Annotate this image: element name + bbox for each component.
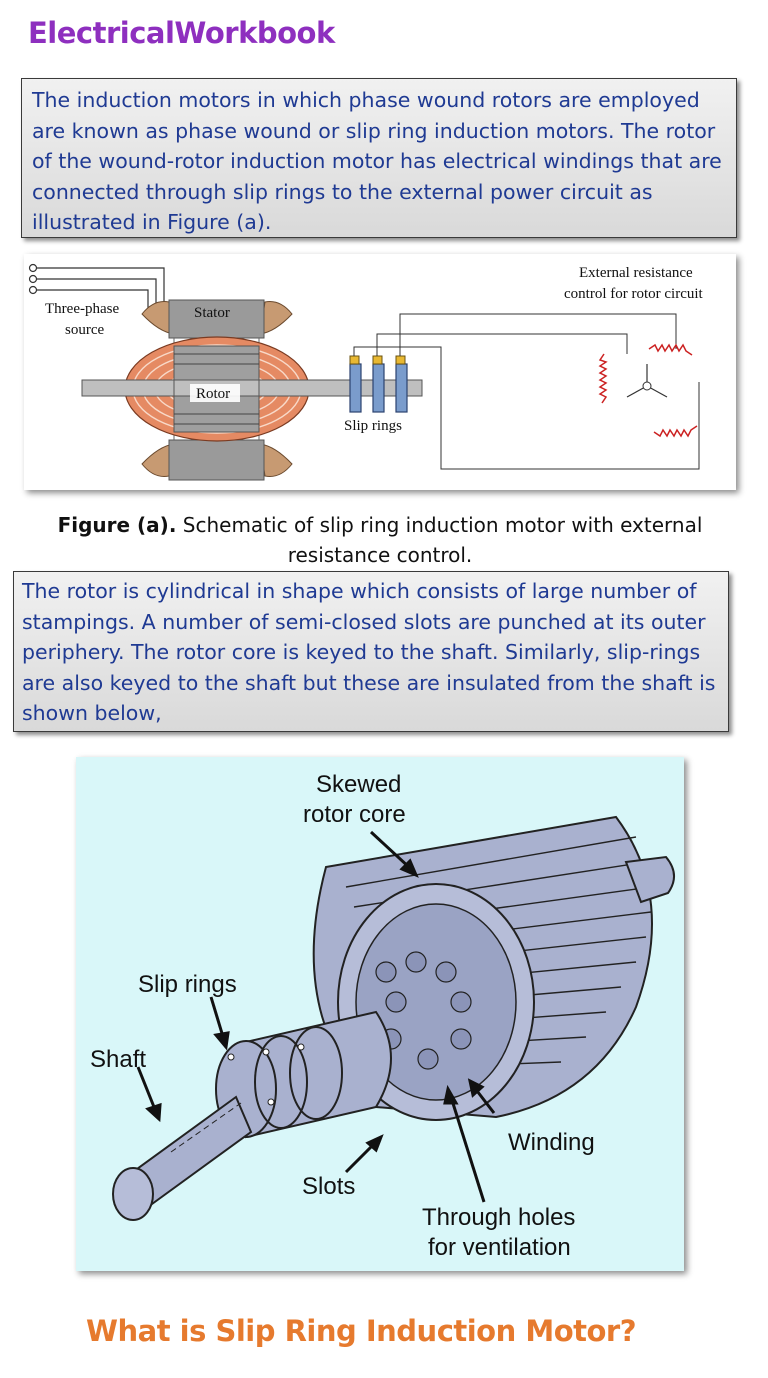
intro-paragraph: The induction motors in which phase woun… bbox=[21, 78, 737, 238]
page-headline: What is Slip Ring Induction Motor? bbox=[86, 1314, 637, 1348]
label-stator: Stator bbox=[194, 305, 230, 321]
slip-rings bbox=[349, 363, 408, 413]
label-rotor-core: rotor core bbox=[303, 801, 406, 828]
source-terminals bbox=[28, 263, 165, 312]
label-external-2: control for rotor circuit bbox=[564, 286, 704, 302]
resistance-control bbox=[598, 343, 698, 438]
label-slip-rings-b: Slip rings bbox=[138, 971, 237, 998]
label-three-phase-1: Three-phase bbox=[45, 301, 119, 317]
label-slip-rings: Slip rings bbox=[344, 418, 402, 434]
label-slots: Slots bbox=[302, 1173, 355, 1200]
caption-text: Schematic of slip ring induction motor w… bbox=[176, 513, 703, 567]
caption-label: Figure (a). bbox=[57, 513, 177, 537]
figure-a-schematic: Three-phase source bbox=[24, 254, 736, 490]
label-external-1: External resistance bbox=[579, 265, 693, 281]
label-three-phase-2: source bbox=[65, 322, 104, 338]
figure-a-caption: Figure (a). Schematic of slip ring induc… bbox=[30, 510, 730, 570]
site-brand: ElectricalWorkbook bbox=[28, 16, 335, 50]
brushes bbox=[349, 355, 406, 365]
label-for-ventilation: for ventilation bbox=[428, 1234, 571, 1261]
stator-bottom bbox=[168, 439, 265, 481]
label-rotor: Rotor bbox=[196, 386, 230, 402]
label-winding: Winding bbox=[508, 1129, 595, 1156]
label-shaft: Shaft bbox=[90, 1046, 146, 1073]
label-through-holes: Through holes bbox=[422, 1204, 575, 1231]
figure-b-rotor-diagram: Skewed rotor core Slip rings Shaft Windi… bbox=[76, 757, 684, 1271]
stator-top bbox=[168, 299, 265, 339]
label-skewed: Skewed bbox=[316, 771, 401, 798]
shaft-left bbox=[112, 1095, 253, 1221]
rotor-paragraph: The rotor is cylindrical in shape which … bbox=[13, 571, 729, 732]
